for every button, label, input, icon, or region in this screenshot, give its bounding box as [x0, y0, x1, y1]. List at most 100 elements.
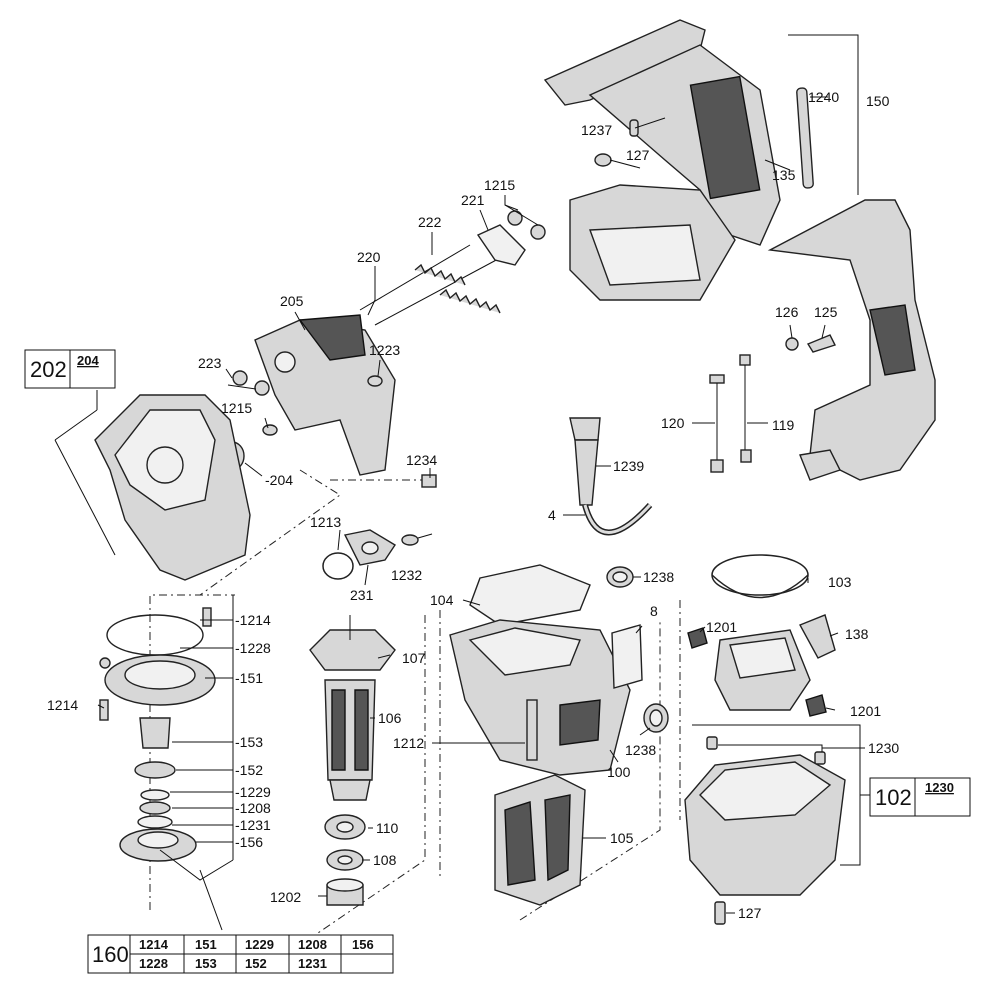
label-1208: -1208	[235, 800, 271, 816]
motor-housing-100	[449, 564, 631, 776]
kit-160-r1c2: 151	[195, 937, 217, 952]
kit-box-102: 102 1230	[869, 777, 971, 817]
label-125: 125	[814, 304, 838, 320]
kit-160-r1c3: 1229	[245, 937, 274, 952]
handle-housing-left	[543, 19, 781, 301]
label-1228: -1228	[235, 640, 271, 656]
switch-parts-125-126	[785, 334, 836, 353]
part-labels: 150 1240 1237 127 135 1215 221 222 220 2…	[47, 89, 899, 921]
label-107: 107	[402, 650, 426, 666]
label-204: -204	[265, 472, 293, 488]
label-138: 138	[845, 626, 869, 642]
block-1234	[421, 474, 437, 488]
label-103: 103	[828, 574, 852, 590]
gear-housing-202	[94, 394, 251, 581]
label-135: 135	[772, 167, 796, 183]
rod-1240	[796, 87, 814, 189]
label-plate-8	[611, 624, 643, 689]
kit-160-id: 160	[92, 942, 129, 967]
washers-223	[232, 370, 270, 396]
kit-160-r1c1: 1214	[139, 937, 169, 952]
label-153: -153	[235, 734, 263, 750]
kit-160-r2c2: 153	[195, 956, 217, 971]
label-151: -151	[235, 670, 263, 686]
label-1232: 1232	[391, 567, 422, 583]
end-cap-102	[684, 736, 846, 925]
brush-ring-103	[711, 554, 809, 599]
label-1229: -1229	[235, 784, 271, 800]
label-120: 120	[661, 415, 685, 431]
cord-set-1239-4	[569, 417, 653, 536]
label-1214-upper: -1214	[235, 612, 271, 628]
leader-lines	[54, 34, 870, 931]
label-126: 126	[775, 304, 799, 320]
label-1239: 1239	[613, 458, 644, 474]
label-152: -152	[235, 762, 263, 778]
label-1240: 1240	[808, 89, 839, 105]
label-4: 4	[548, 507, 556, 523]
spring-assembly	[359, 210, 546, 326]
label-106: 106	[378, 710, 402, 726]
label-223: 223	[198, 355, 222, 371]
label-105: 105	[610, 830, 634, 846]
label-1223: 1223	[369, 342, 400, 358]
label-1230: 1230	[868, 740, 899, 756]
label-100: 100	[607, 764, 631, 780]
label-8: 8	[650, 603, 658, 619]
label-1201-upper: 1201	[706, 619, 737, 635]
screw-127-top	[594, 153, 641, 169]
gear-case-cover-205	[254, 314, 396, 476]
kit-160-r1c5: 156	[352, 937, 374, 952]
label-1212: 1212	[393, 735, 424, 751]
label-108: 108	[373, 852, 397, 868]
label-156: -156	[235, 834, 263, 850]
brush-holder-138	[714, 614, 836, 711]
bearing-110	[324, 814, 366, 840]
screw-1232	[401, 533, 433, 546]
stator-105	[494, 774, 586, 906]
label-1214-lower: 1214	[47, 697, 78, 713]
label-1202: 1202	[270, 889, 301, 905]
screw-1215-left	[262, 424, 278, 436]
bearing-108	[326, 849, 364, 871]
wire-120	[709, 374, 725, 473]
kit-160-r2c4: 1231	[298, 956, 327, 971]
kit-102-item: 1230	[925, 780, 954, 795]
label-1234: 1234	[406, 452, 437, 468]
label-127-top: 127	[626, 147, 650, 163]
label-1237: 1237	[581, 122, 612, 138]
wire-119	[739, 354, 752, 463]
kit-160-r2c3: 152	[245, 956, 267, 971]
flange-231	[343, 529, 396, 566]
label-127-bottom: 127	[738, 905, 762, 921]
label-1238-side: 1238	[625, 742, 656, 758]
kit-table-160: 160 1214 151 1229 1208 156 1228 153 152 …	[87, 934, 394, 974]
kit-202-id: 202	[30, 357, 67, 382]
bearing-1202	[326, 878, 364, 906]
kit-160-r2c1: 1228	[139, 956, 168, 971]
label-1215-left: 1215	[221, 400, 252, 416]
label-1215-top: 1215	[484, 177, 515, 193]
ring-1238-top	[606, 566, 634, 588]
kit-202-item: 204	[77, 353, 99, 368]
ring-1238-side	[643, 703, 669, 733]
label-1231: -1231	[235, 817, 271, 833]
label-1213: 1213	[310, 514, 341, 530]
label-110: 110	[376, 820, 399, 836]
label-231: 231	[350, 587, 374, 603]
label-104: 104	[430, 592, 454, 608]
handle-housing-right	[767, 199, 936, 481]
screw-1223	[367, 375, 383, 387]
label-222: 222	[418, 214, 442, 230]
kit-160-r1c4: 1208	[298, 937, 327, 952]
brushes-1201	[687, 627, 827, 717]
seal-1213	[322, 552, 354, 580]
label-1201-lower: 1201	[850, 703, 881, 719]
label-205: 205	[280, 293, 304, 309]
kit-102-id: 102	[875, 785, 912, 810]
label-220: 220	[357, 249, 381, 265]
label-119: 119	[772, 417, 795, 433]
pin-1237	[629, 119, 639, 137]
